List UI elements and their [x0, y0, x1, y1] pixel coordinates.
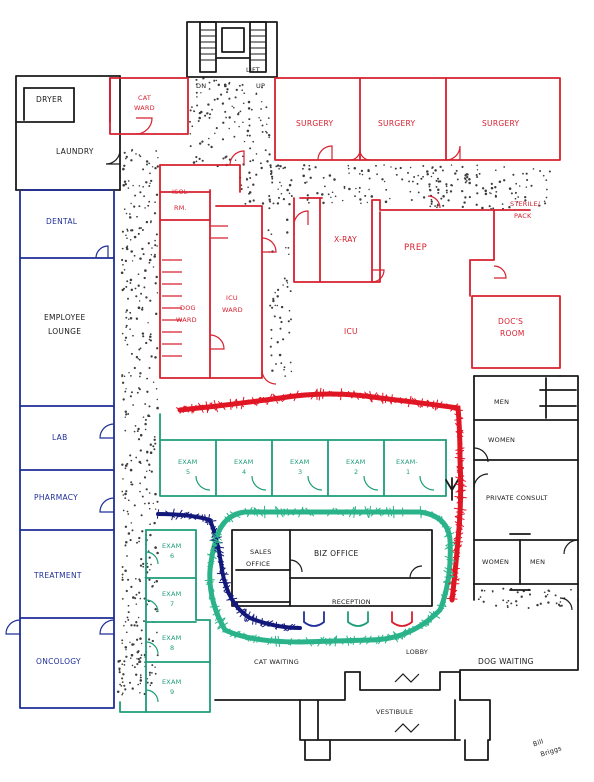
label-exam4-1: EXAM [234, 458, 253, 466]
label-lobby: LOBBY [406, 648, 428, 656]
label-men-top: MEN [494, 398, 509, 406]
label-laundry: LAUNDRY [56, 147, 94, 156]
label-sales-1: SALES [250, 548, 272, 556]
label-icu: ICU [344, 327, 358, 336]
label-exam9-2: 9 [170, 688, 174, 696]
reception-counters [303, 477, 459, 627]
label-exam9-1: EXAM [162, 678, 181, 686]
label-exam5-1: EXAM [178, 458, 197, 466]
label-cat-ward-1: CAT [138, 94, 151, 102]
label-dog-waiting: DOG WAITING [478, 657, 534, 666]
room-labels: DRYER LAUNDRY CAT WARD LIFT DN UP SURGER… [33, 66, 563, 759]
label-dog-ward-2: WARD [176, 316, 197, 324]
label-exam3-2: 3 [298, 468, 302, 476]
clinical-wing [19, 189, 115, 709]
label-biz-office: BIZ OFFICE [314, 549, 359, 558]
label-iso-2: RM. [174, 204, 187, 212]
label-docs-1: DOC'S [498, 317, 523, 326]
stairwell [186, 21, 278, 78]
label-prep: PREP [404, 243, 427, 253]
office-block [231, 529, 433, 607]
label-dental: DENTAL [46, 217, 78, 226]
label-surgery-3: SURGERY [482, 119, 520, 128]
label-exam2-2: 2 [354, 468, 358, 476]
label-employee-2: LOUNGE [48, 327, 81, 336]
door-swings [5, 117, 579, 733]
label-icu-ward-1: ICU [226, 294, 238, 302]
signature: Bill Briggs [532, 737, 563, 758]
label-dog-ward-1: DOG [180, 304, 196, 312]
label-exam6-2: 6 [170, 552, 174, 560]
label-cat-waiting: CAT WAITING [254, 658, 299, 666]
circulation-paths [156, 387, 467, 648]
surgical-wing [109, 77, 561, 379]
label-oncology: ONCOLOGY [36, 657, 81, 666]
label-exam2-1: EXAM [346, 458, 365, 466]
label-women-top: WOMEN [488, 436, 515, 444]
label-xray: X-RAY [334, 235, 357, 244]
label-treatment: TREATMENT [33, 571, 82, 580]
label-iso-1: ISOL [172, 188, 188, 196]
label-surgery-1: SURGERY [296, 119, 334, 128]
signature-line-2: Briggs [539, 744, 563, 758]
label-sterile-1: STERILE/ [510, 200, 541, 208]
label-private-consult: PRIVATE CONSULT [486, 494, 548, 502]
label-exam1-1: EXAM- [396, 458, 418, 466]
label-lab: LAB [52, 433, 68, 442]
signature-line-1: Bill [532, 737, 545, 748]
label-exam7-1: EXAM [162, 590, 181, 598]
label-sales-2: OFFICE [246, 560, 270, 568]
label-men-bottom: MEN [530, 558, 545, 566]
label-exam4-2: 4 [242, 468, 246, 476]
exam-wing [119, 413, 447, 713]
label-surgery-2: SURGERY [378, 119, 416, 128]
label-dryer: DRYER [36, 95, 63, 104]
label-exam1-2: 1 [406, 468, 410, 476]
label-sterile-2: PACK [514, 212, 532, 220]
label-exam8-1: EXAM [162, 634, 181, 642]
label-up: UP [256, 82, 265, 90]
label-employee-1: EMPLOYEE [44, 313, 86, 322]
label-lift: LIFT [246, 66, 260, 74]
label-icu-ward-2: WARD [222, 306, 243, 314]
label-exam6-1: EXAM [162, 542, 181, 550]
label-women-bottom: WOMEN [482, 558, 509, 566]
label-cat-ward-2: WARD [134, 104, 155, 112]
label-exam3-1: EXAM [290, 458, 309, 466]
label-vestibule: VESTIBULE [376, 708, 413, 716]
label-reception: RECEPTION [332, 598, 371, 606]
label-exam8-2: 8 [170, 644, 174, 652]
label-exam5-2: 5 [186, 468, 190, 476]
label-docs-2: ROOM [500, 329, 525, 338]
label-dn: DN [196, 82, 206, 90]
label-pharmacy: PHARMACY [34, 493, 78, 502]
label-exam7-2: 7 [170, 600, 174, 608]
